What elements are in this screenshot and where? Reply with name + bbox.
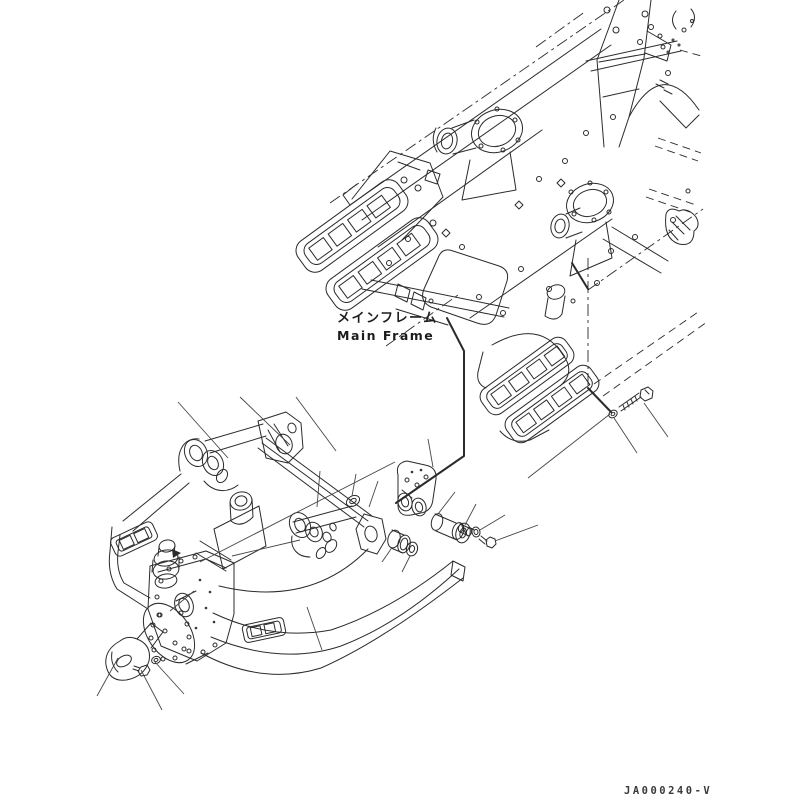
main-frame-label-english: Main Frame (337, 328, 435, 343)
front-frame-box-section (147, 550, 235, 662)
lift-arm-bracket-left (178, 411, 304, 491)
mast (596, 0, 700, 148)
front-frame-lower-beam (200, 548, 466, 675)
tow-hitch-bolt (132, 664, 151, 677)
main-frame-drawing (295, 0, 700, 444)
long-bolt (618, 386, 654, 412)
leader-lines (96, 396, 669, 711)
main-frame-label-japanese: メインフレーム (337, 311, 438, 326)
trunnion-mount-right (544, 180, 614, 320)
lift-arm-bracket-right (288, 505, 357, 559)
pin (430, 513, 475, 544)
bushing (387, 529, 411, 554)
coupler-cap-bracket (396, 460, 437, 517)
plug-ring (345, 494, 361, 508)
section-boundary (395, 262, 612, 504)
step-tread-left (295, 150, 444, 311)
small-pin (457, 523, 473, 537)
frame-rails (342, 28, 700, 326)
long-bolt-washer (608, 409, 618, 419)
washer (471, 526, 481, 538)
tow-hitch-washer (151, 655, 161, 665)
frame-bracket-right (665, 208, 699, 245)
o-ring (405, 541, 419, 557)
tow-hitch (105, 590, 209, 681)
hardware-parts (345, 386, 654, 557)
front-frame-trunnion-tower (151, 491, 267, 589)
trunnion-mount-left (432, 106, 523, 201)
bolt (478, 535, 497, 549)
tow-hitch-ball (105, 636, 150, 681)
front-frame-left-side (108, 473, 190, 610)
step-tread-right (477, 333, 600, 444)
drawing-number: JA000240-V (624, 785, 713, 797)
front-frame-drawing (105, 411, 466, 681)
frame-bolts (386, 70, 691, 316)
